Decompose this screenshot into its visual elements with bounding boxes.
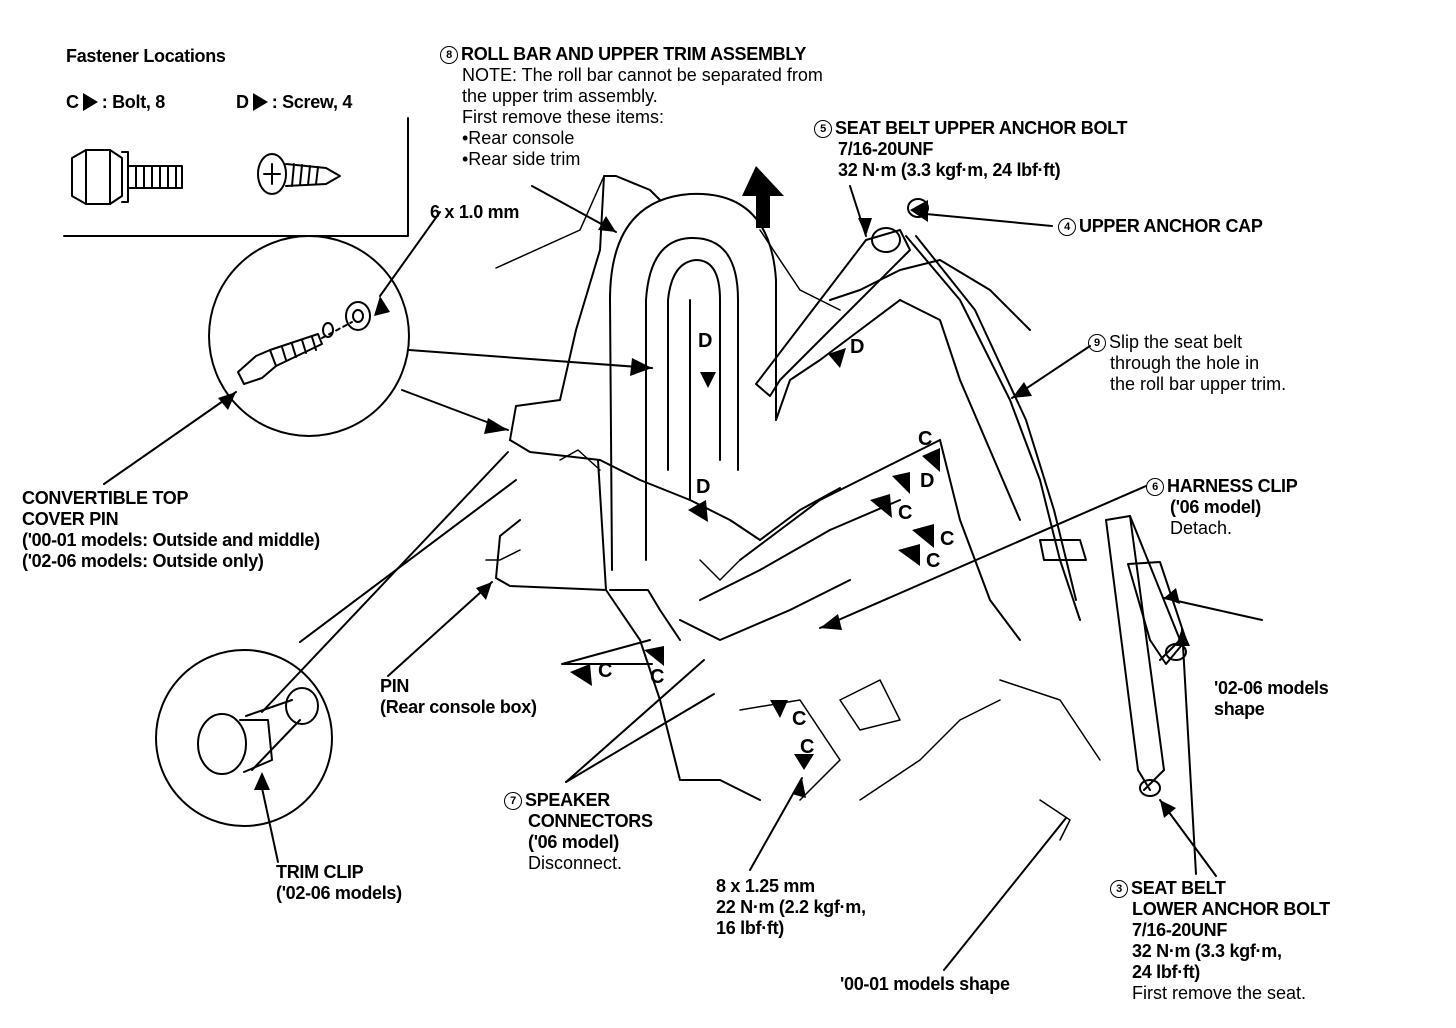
harness-clip-model: ('06 model) bbox=[1170, 497, 1261, 517]
lower-anchor-line3: 7/16-20UNF bbox=[1132, 920, 1228, 940]
triangle-marker-icon bbox=[82, 93, 98, 111]
bolt-icon bbox=[71, 149, 183, 205]
models-0206-shape-label: '02-06 models shape bbox=[1214, 678, 1329, 720]
slip-belt-line3: the roll bar upper trim. bbox=[1110, 374, 1287, 394]
roll-bar-item2: •Rear side trim bbox=[462, 149, 581, 169]
pin-callout: PIN (Rear console box) bbox=[380, 676, 537, 718]
pin-line1: PIN bbox=[380, 676, 410, 696]
harness-clip-action: Detach. bbox=[1170, 518, 1233, 538]
roll-bar-item1: •Rear console bbox=[462, 128, 575, 148]
lower-bolt-torque-line2: 22 N·m (2.2 kgf·m, bbox=[716, 897, 866, 917]
callout-d: D bbox=[850, 336, 865, 358]
fastener-c-letter: C bbox=[66, 92, 79, 112]
trim-clip-line1: TRIM CLIP bbox=[276, 862, 364, 882]
callout-d: D bbox=[698, 330, 713, 352]
top-cover-pin-line1: CONVERTIBLE TOP bbox=[22, 488, 189, 508]
pin-bolt-detail bbox=[237, 301, 371, 385]
callout-c: C bbox=[792, 708, 807, 730]
lower-anchor-line6: First remove the seat. bbox=[1132, 983, 1307, 1003]
speaker-line4: Disconnect. bbox=[528, 853, 623, 873]
speaker-line2: CONNECTORS bbox=[528, 811, 653, 831]
triangle-marker-icon bbox=[252, 93, 268, 111]
trim-clip-callout: TRIM CLIP ('02-06 models) bbox=[276, 862, 402, 904]
fastener-box-border bbox=[63, 117, 409, 237]
upper-anchor-bolt-spec: 7/16-20UNF bbox=[838, 139, 934, 159]
models-0001-shape-label: '00-01 models shape bbox=[840, 974, 1010, 994]
callout-c: C bbox=[940, 528, 955, 550]
trim-clip-drawing bbox=[197, 687, 319, 775]
callout-c: C bbox=[898, 502, 913, 524]
speaker-line3: ('06 model) bbox=[528, 832, 619, 852]
step-number-badge: 9 bbox=[1088, 334, 1106, 352]
top-cover-pin-line3: ('00-01 models: Outside and middle) bbox=[22, 530, 320, 550]
slip-belt-line1: Slip the seat belt bbox=[1109, 332, 1243, 352]
fastener-box-title: Fastener Locations bbox=[66, 46, 226, 66]
fastener-d-letter: D bbox=[236, 92, 249, 112]
upper-anchor-bolt-torque: 32 N·m (3.3 kgf·m, 24 lbf·ft) bbox=[838, 160, 1061, 180]
lower-anchor-line1: SEAT BELT bbox=[1131, 878, 1226, 898]
trim-clip-detail-circle bbox=[155, 649, 333, 827]
callout-c: C bbox=[650, 666, 665, 688]
fastener-c-legend: C : Bolt, 8 bbox=[66, 92, 165, 113]
callout-c: C bbox=[800, 736, 815, 758]
lower-anchor-line4: 32 N·m (3.3 kgf·m, bbox=[1132, 941, 1282, 961]
callout-d: D bbox=[920, 470, 935, 492]
speaker-line1: SPEAKER bbox=[525, 790, 610, 810]
lower-bolt-torque-callout: 8 x 1.25 mm 22 N·m (2.2 kgf·m, 16 lbf·ft… bbox=[716, 876, 866, 939]
step-number-badge: 8 bbox=[440, 46, 458, 64]
fastener-c-text: : Bolt, 8 bbox=[101, 92, 166, 112]
slip-belt-line2: through the hole in bbox=[1110, 353, 1260, 373]
lower-anchor-line2: LOWER ANCHOR BOLT bbox=[1132, 899, 1330, 919]
upper-anchor-cap-title: UPPER ANCHOR CAP bbox=[1079, 216, 1263, 236]
callout-c: C bbox=[598, 660, 613, 682]
step-number-badge: 3 bbox=[1110, 880, 1128, 898]
callout-c: C bbox=[926, 550, 941, 572]
arrow-heads bbox=[218, 166, 1190, 818]
roll-bar-note3: First remove these items: bbox=[462, 107, 665, 127]
step-number-badge: 7 bbox=[504, 792, 522, 810]
step-number-badge: 5 bbox=[814, 120, 832, 138]
fastener-d-legend: D : Screw, 4 bbox=[236, 92, 352, 113]
screw-icon bbox=[257, 153, 341, 195]
step-number-badge: 4 bbox=[1058, 218, 1076, 236]
callout-c: C bbox=[918, 428, 933, 450]
roll-bar-note2: the upper trim assembly. bbox=[462, 86, 658, 106]
pin-detail-circle bbox=[208, 235, 410, 437]
models-0206-line2: shape bbox=[1214, 699, 1265, 719]
models-0206-line1: '02-06 models bbox=[1214, 678, 1329, 698]
callout-d: D bbox=[696, 476, 711, 498]
roll-bar bbox=[609, 192, 777, 571]
seat-belt bbox=[755, 198, 1087, 621]
leader-lines bbox=[103, 185, 1263, 971]
roll-bar-note1: NOTE: The roll bar cannot be separated f… bbox=[462, 65, 823, 85]
lower-bolt-torque-line3: 16 lbf·ft) bbox=[716, 918, 784, 938]
lower-anchor-rod bbox=[1105, 515, 1187, 797]
step-number-badge: 6 bbox=[1146, 478, 1164, 496]
top-cover-pin-callout: CONVERTIBLE TOP COVER PIN ('00-01 models… bbox=[22, 488, 320, 572]
harness-clip-title: HARNESS CLIP bbox=[1167, 476, 1298, 496]
upper-anchor-bolt-title: SEAT BELT UPPER ANCHOR BOLT bbox=[835, 118, 1128, 138]
top-cover-pin-line4: ('02-06 models: Outside only) bbox=[22, 551, 264, 571]
fastener-d-text: : Screw, 4 bbox=[271, 92, 353, 112]
top-cover-pin-line2: COVER PIN bbox=[22, 509, 119, 529]
upper-trim-panel bbox=[495, 175, 1031, 801]
roll-bar-title: ROLL BAR AND UPPER TRIM ASSEMBLY bbox=[461, 44, 807, 64]
pin-line2: (Rear console box) bbox=[380, 697, 537, 717]
callout-triangles bbox=[570, 348, 940, 770]
lower-bolt-torque-line1: 8 x 1.25 mm bbox=[716, 876, 815, 896]
bolt-size-label: 6 x 1.0 mm bbox=[430, 202, 520, 222]
trim-clip-line2: ('02-06 models) bbox=[276, 883, 402, 903]
floor-outline bbox=[485, 175, 1101, 841]
lower-anchor-line5: 24 lbf·ft) bbox=[1132, 962, 1200, 982]
